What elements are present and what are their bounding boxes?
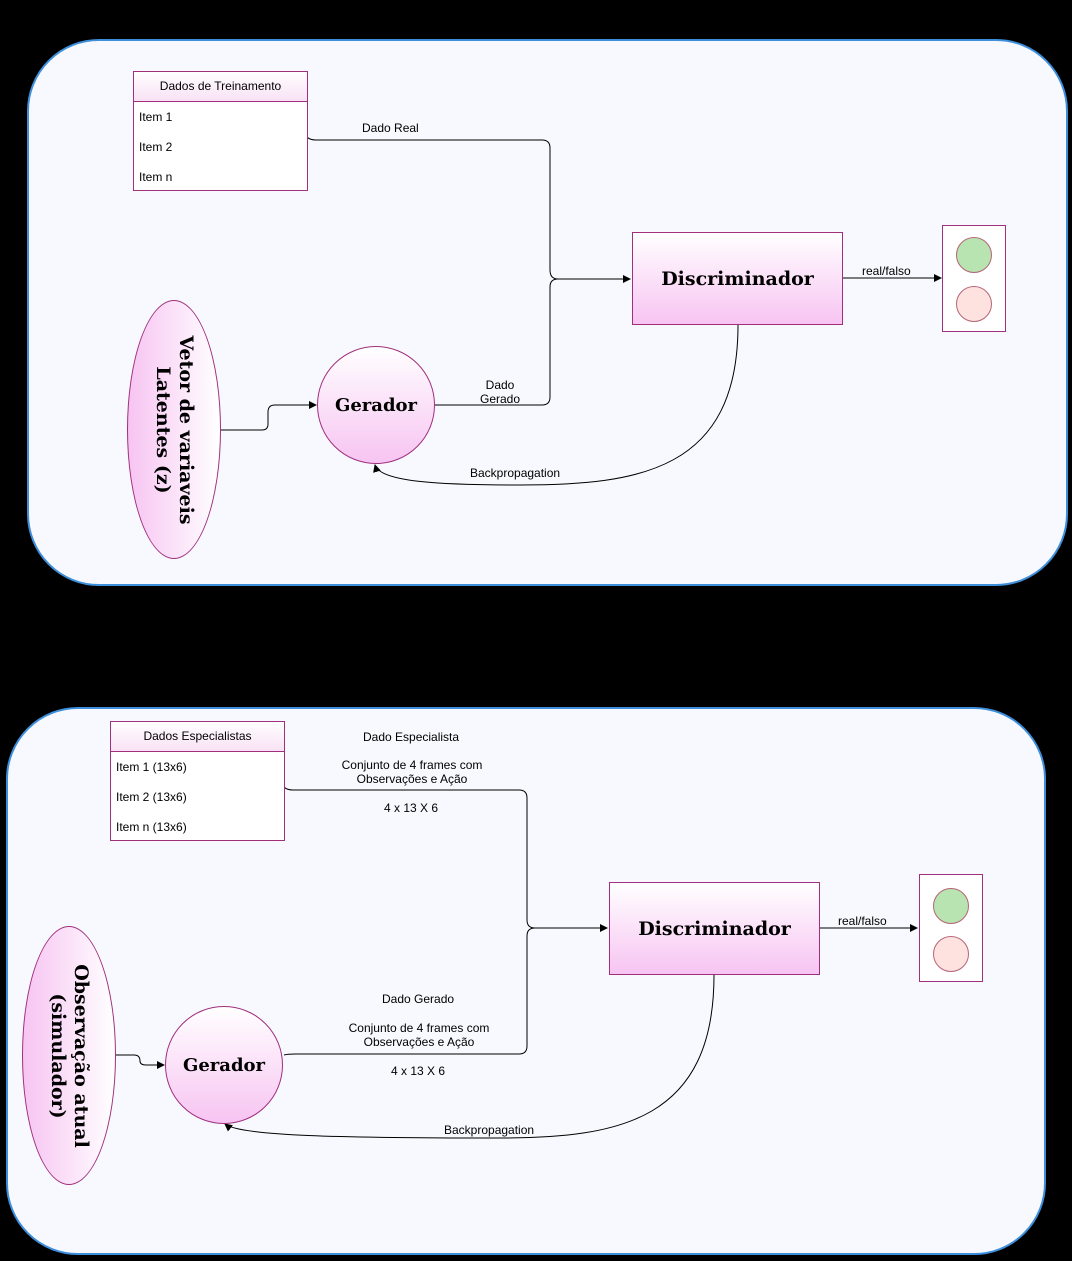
traffic-light-bottom <box>919 874 983 982</box>
generator-node: Gerador <box>317 346 435 464</box>
real-light-icon <box>933 888 969 924</box>
list-item: Item n <box>139 170 173 184</box>
latent-vector-node: Vetor de variaveis Latentes (z) <box>127 300 221 559</box>
list-item: Item 1 (13x6) <box>116 760 187 774</box>
edge-label-generated-desc: Conjunto de 4 frames com Observações e A… <box>348 1021 490 1049</box>
discriminator-node: Discriminador <box>632 232 843 325</box>
list-item: Item 1 <box>139 110 173 124</box>
fake-light-icon <box>956 286 992 322</box>
discriminator-node-bottom: Discriminador <box>609 882 820 975</box>
edge-real-data <box>306 136 631 283</box>
list-item: Item n (13x6) <box>116 820 187 834</box>
edge-label-generated-dims: 4 x 13 X 6 <box>391 1064 446 1078</box>
generator-node-bottom: Gerador <box>165 1006 283 1124</box>
edge-observation-to-generator <box>116 1054 165 1069</box>
edge-label-backprop: Backpropagation <box>470 466 561 480</box>
edge-backpropagation <box>373 324 739 486</box>
edge-label-expert-desc: Conjunto de 4 frames com Observações e A… <box>341 758 483 786</box>
expert-data-title: Dados Especialistas <box>111 722 284 752</box>
training-data-list: Dados de Treinamento Item 1 Item 2 Item … <box>133 71 308 191</box>
edge-label-output: real/falso <box>862 264 911 278</box>
edge-label-backprop-bottom: Backpropagation <box>444 1123 535 1137</box>
expert-data-list: Dados Especialistas Item 1 (13x6) Item 2… <box>110 721 285 841</box>
edge-generated-data-bottom <box>283 927 536 1056</box>
edge-latent-to-generator <box>221 401 317 431</box>
fake-light-icon <box>933 936 969 972</box>
edge-generated-data <box>435 278 559 406</box>
observation-node: Observação atual (simulador) <box>22 926 116 1185</box>
edge-label-real: Dado Real <box>362 121 419 135</box>
real-light-icon <box>956 237 992 273</box>
list-item: Item 2 (13x6) <box>116 790 187 804</box>
edge-label-generated-title: Dado Gerado <box>382 992 455 1006</box>
edge-label-expert-dims: 4 x 13 X 6 <box>384 801 439 815</box>
latent-vector-label: Vetor de variaveis Latentes (z) <box>152 334 197 525</box>
edge-label-expert-title: Dado Especialista <box>363 730 460 744</box>
list-item: Item 2 <box>139 140 173 154</box>
traffic-light <box>942 225 1006 332</box>
observation-label: Observação atual (simulador) <box>47 963 92 1148</box>
edge-expert-data <box>283 786 608 932</box>
edge-label-output-bottom: real/falso <box>838 914 887 928</box>
training-data-title: Dados de Treinamento <box>134 72 307 102</box>
edge-label-generated: Dado Gerado <box>479 378 521 406</box>
edge-backpropagation-bottom <box>224 974 715 1139</box>
